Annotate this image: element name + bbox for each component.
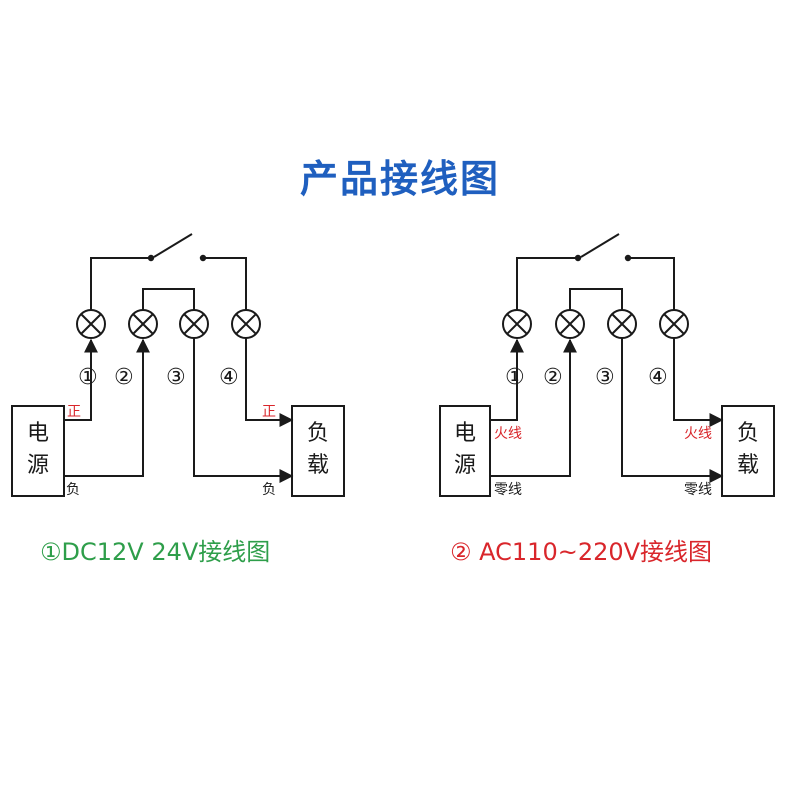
dc-labels: ① ② ③ ④ 电 源 负 载 正 负 正 负 xyxy=(27,365,329,498)
lamp-icon-1 xyxy=(76,309,106,339)
terminal-label-3: ③ xyxy=(595,365,615,390)
lamp-icon-2 xyxy=(555,309,585,339)
load-box-label-top: 负 xyxy=(737,421,759,446)
lamp-icon-4 xyxy=(231,309,261,339)
power-box-label-top: 电 xyxy=(27,421,49,446)
ac-diagram-caption: ② AC110~220V接线图 xyxy=(450,538,713,566)
load-neutral-label: 零线 xyxy=(684,482,712,498)
load-box-label-bottom: 载 xyxy=(307,453,329,478)
load-box-label-bottom: 载 xyxy=(737,453,759,478)
load-box xyxy=(721,405,775,497)
load-box xyxy=(291,405,345,497)
negative-wire-to-terminal-2 xyxy=(64,338,150,477)
lamp-icon-4 xyxy=(659,309,689,339)
terminal-label-4: ④ xyxy=(648,365,668,390)
positive-wire-to-terminal-1 xyxy=(64,338,98,421)
neutral-wire-to-terminal-2 xyxy=(490,338,577,477)
bridge-wire xyxy=(142,288,195,310)
ac-wiring-diagram xyxy=(439,233,775,497)
power-box-label-bottom: 源 xyxy=(454,453,476,478)
load-negative-label: 负 xyxy=(262,482,276,498)
terminal-3-to-load-neutral xyxy=(621,338,724,483)
page-title: 产品接线图 xyxy=(299,157,500,201)
ac-labels: ① ② ③ ④ 电 源 负 载 火线 零线 火线 零线 xyxy=(454,365,759,498)
terminal-3-to-load-negative xyxy=(193,338,294,483)
power-box-label-top: 电 xyxy=(454,421,476,446)
bridge-wire xyxy=(569,288,623,310)
terminal-4-to-load-positive xyxy=(245,338,294,427)
terminal-label-1: ① xyxy=(78,365,98,390)
switch-icon xyxy=(90,233,247,310)
load-positive-label: 正 xyxy=(262,404,276,420)
terminal-label-1: ① xyxy=(505,365,525,390)
switch-icon xyxy=(516,233,675,310)
power-neutral-label: 零线 xyxy=(494,482,522,498)
lamp-icon-1 xyxy=(502,309,532,339)
lamp-icon-2 xyxy=(128,309,158,339)
terminal-label-4: ④ xyxy=(219,365,239,390)
power-live-label: 火线 xyxy=(494,426,522,442)
power-positive-label: 正 xyxy=(67,404,81,420)
lamp-icon-3 xyxy=(607,309,637,339)
load-live-label: 火线 xyxy=(684,426,712,442)
power-box-label-bottom: 源 xyxy=(27,453,49,478)
power-box xyxy=(11,405,65,497)
terminal-4-to-load-live xyxy=(673,338,724,427)
dc-wiring-diagram xyxy=(11,233,345,497)
power-negative-label: 负 xyxy=(66,482,80,498)
load-box-label-top: 负 xyxy=(307,421,329,446)
lamp-icon-3 xyxy=(179,309,209,339)
terminal-label-2: ② xyxy=(543,365,563,390)
terminal-label-2: ② xyxy=(114,365,134,390)
live-wire-to-terminal-1 xyxy=(490,338,524,421)
terminal-label-3: ③ xyxy=(166,365,186,390)
power-box xyxy=(439,405,491,497)
dc-diagram-caption: ①DC12V 24V接线图 xyxy=(40,538,271,566)
